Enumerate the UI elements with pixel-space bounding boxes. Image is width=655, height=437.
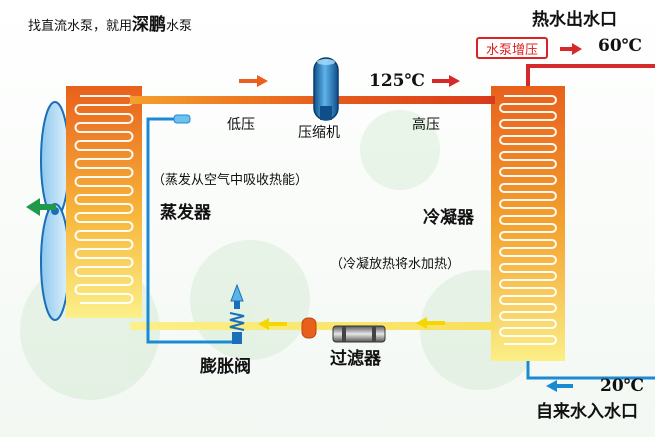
condenser-note: （冷凝放热将水加热） <box>330 257 461 272</box>
tap-water-temp: 20℃ <box>600 376 645 396</box>
hot-water-pipe <box>526 64 655 86</box>
pump-boost-badge: 水泵增压 <box>476 37 548 59</box>
compressor-temp: 125℃ <box>369 71 425 91</box>
flow-arrow-bottom-right-icon <box>416 317 445 329</box>
filter-icon <box>332 325 386 343</box>
compressor-icon <box>313 57 339 121</box>
condenser-serpentine <box>499 95 557 345</box>
pipe-cap <box>173 114 191 124</box>
high-temp-pipe <box>130 96 495 104</box>
evaporator-note: （蒸发从空气中吸收热能） <box>152 173 309 188</box>
tap-water-inlet-label: 自来水入水口 <box>536 402 638 422</box>
cold-water-pipe <box>526 361 655 380</box>
filter-label: 过滤器 <box>330 349 381 369</box>
airflow-arrow-icon <box>26 198 56 216</box>
expansion-valve-label: 膨胀阀 <box>200 357 251 377</box>
flow-arrow-top-left-icon <box>239 75 268 87</box>
evaporator-label: 蒸发器 <box>160 203 211 223</box>
flow-arrow-bottom-left-icon <box>258 318 287 330</box>
cold-water-in-arrow-icon <box>546 380 573 392</box>
coupling-icon <box>301 317 317 339</box>
hot-water-temp: 60℃ <box>598 36 643 56</box>
expansion-valve-icon <box>229 283 245 344</box>
hot-water-out-arrow-icon <box>560 43 582 55</box>
hot-water-outlet-label: 热水出水口 <box>532 10 617 30</box>
flow-arrow-top-right-icon <box>432 75 460 87</box>
high-pressure-label: 高压 <box>412 117 440 133</box>
evaporator-serpentine <box>74 95 134 304</box>
compressor-label: 压缩机 <box>298 125 340 141</box>
evaporator-coil <box>66 86 142 318</box>
low-pressure-label: 低压 <box>227 117 255 133</box>
header-slogan: 找直流水泵，就用深鹏水泵 <box>28 15 193 35</box>
cold-pipe <box>146 117 236 344</box>
fan-icon <box>40 101 70 321</box>
condenser-label: 冷凝器 <box>423 208 474 228</box>
